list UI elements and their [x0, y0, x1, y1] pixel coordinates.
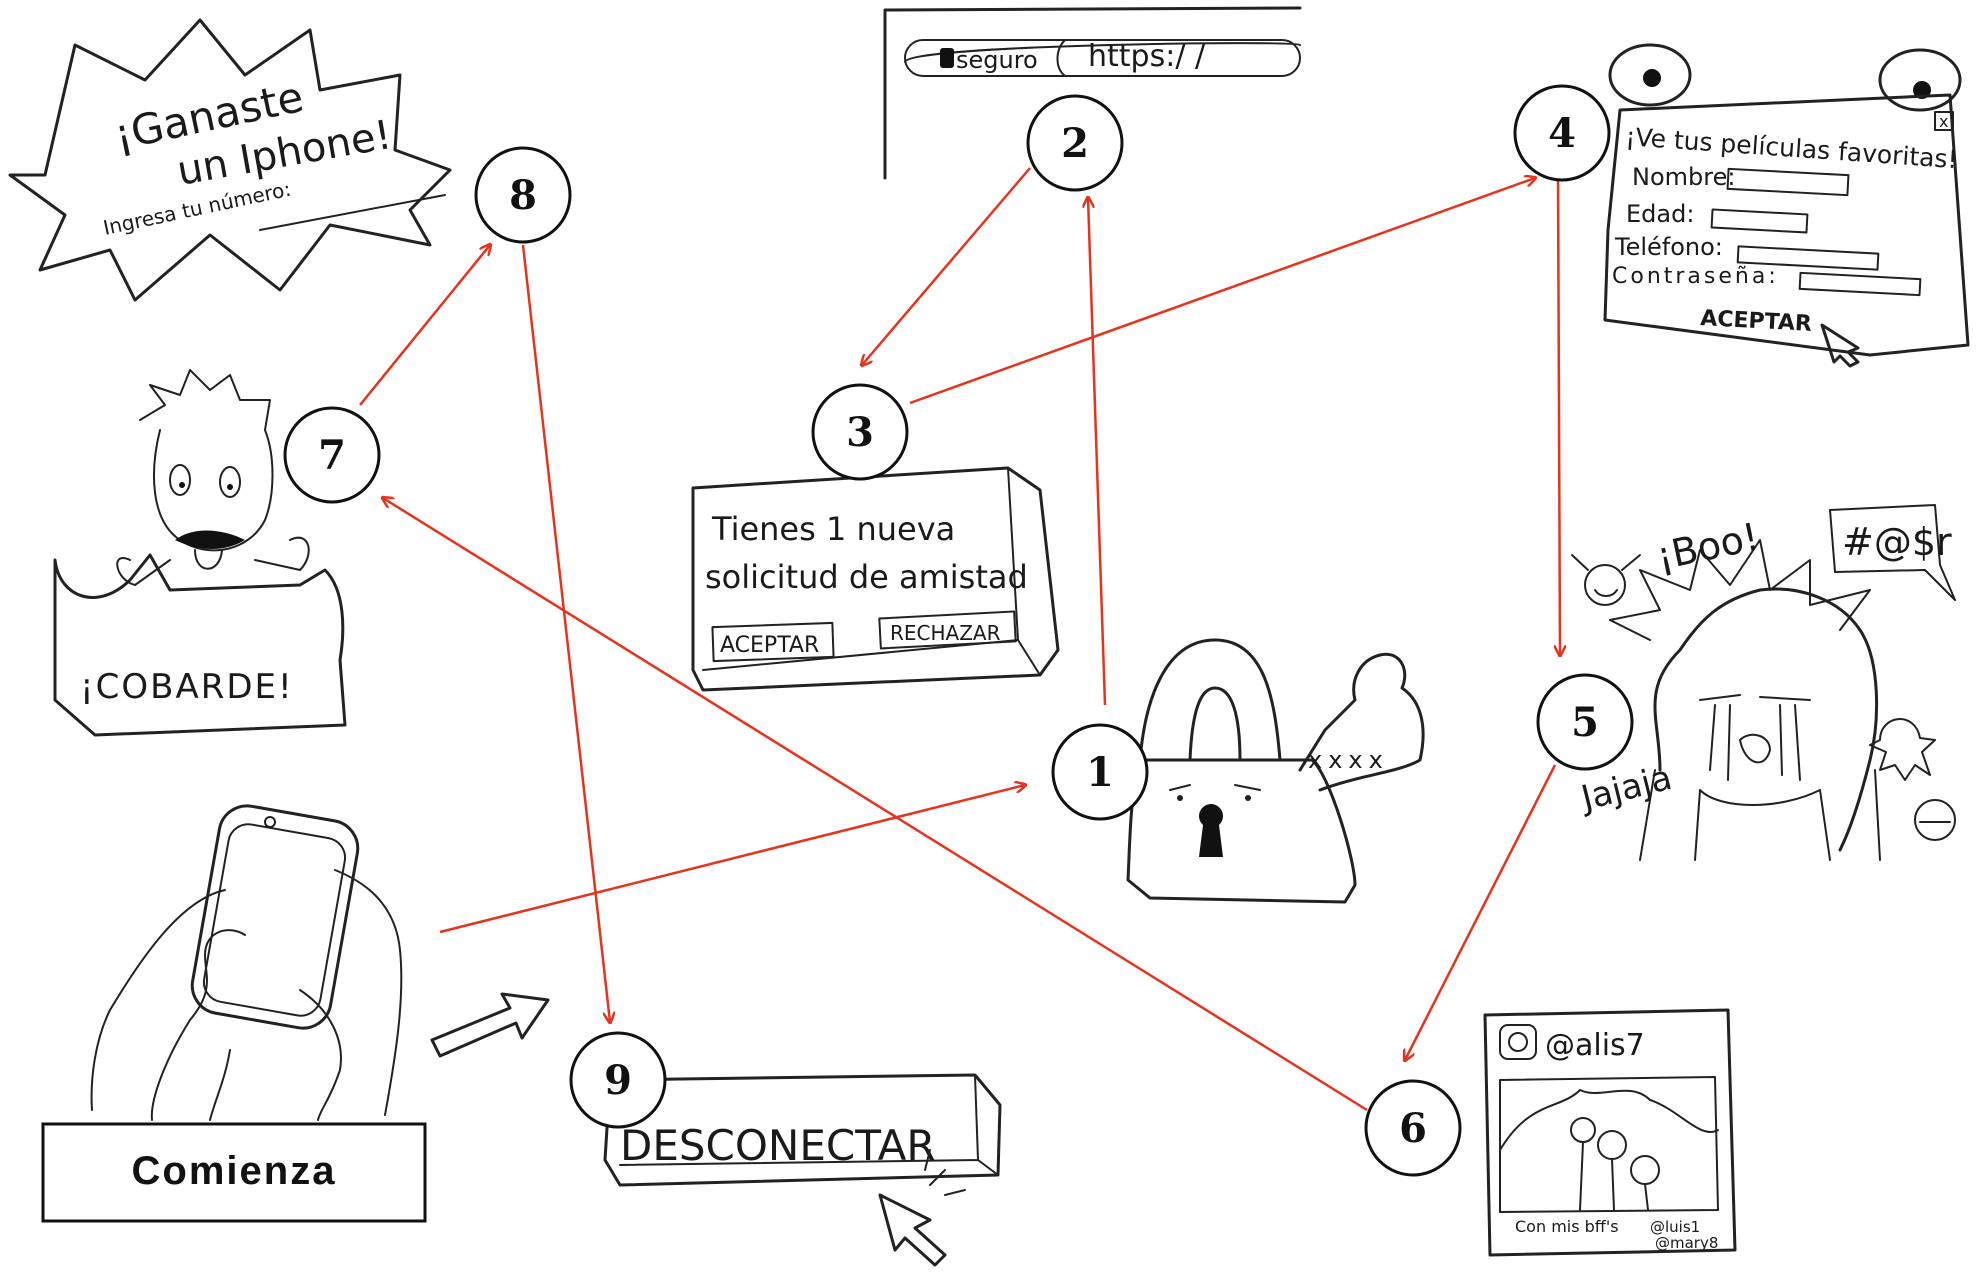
padlock-password: xxxx	[1308, 746, 1389, 774]
friend-request-line2: solicitud de amistad	[705, 558, 1028, 596]
step-8: 8	[474, 146, 572, 244]
friend-request-reject: RECHAZAR	[890, 621, 1001, 645]
start-label: Comienza	[132, 1149, 337, 1193]
symbols-text: #@$r	[1842, 520, 1952, 564]
instagram-handle: @alis7	[1545, 1028, 1645, 1063]
arrow-3-to-4	[909, 178, 1535, 405]
cyberbullying-illustration: ¡Boo! #@$r Jajaja	[1571, 504, 1956, 861]
arrow-5-to-6	[1405, 764, 1557, 1060]
svg-text:4: 4	[1548, 110, 1576, 157]
step-3: 3	[811, 383, 909, 481]
arrow-8-to-9	[521, 244, 610, 1022]
arrow-7-to-8	[359, 245, 490, 406]
coward-illustration: ¡COBARDE!	[53, 369, 347, 737]
svg-text:5: 5	[1571, 699, 1599, 746]
popup-password-label: Contraseña:	[1612, 264, 1779, 289]
svg-text:1: 1	[1086, 749, 1114, 796]
svg-text:3: 3	[846, 409, 874, 456]
phishing-popup-form: x ¡Ve tus películas favoritas! Nombre: E…	[1603, 43, 1970, 368]
lock-icon	[940, 48, 954, 68]
popup-age-label: Edad:	[1626, 200, 1694, 228]
prize-scam-burst: ¡Ganaste un Iphone! Ingresa tu número:	[8, 18, 452, 302]
browser-url: https:/ /	[1088, 39, 1206, 74]
svg-text:9: 9	[604, 1057, 632, 1104]
friend-request-line1: Tienes 1 nueva	[711, 510, 955, 548]
svg-text:8: 8	[509, 172, 537, 219]
hands-phone-illustration	[90, 804, 403, 1121]
svg-text:7: 7	[318, 432, 346, 479]
popup-name-label: Nombre:	[1632, 163, 1735, 191]
friend-request-accept: ACEPTAR	[720, 633, 819, 658]
step-5: 5	[1536, 673, 1634, 771]
arrows	[359, 167, 1560, 1112]
friend-request-dialog: Tienes 1 nueva solicitud de amistad ACEP…	[691, 466, 1060, 692]
coward-text: ¡COBARDE!	[80, 667, 294, 707]
step-9: 9	[569, 1031, 667, 1129]
popup-close: x	[1939, 112, 1948, 131]
start-box: Comienza	[41, 1122, 427, 1223]
step-markers: 1 2 3 4 5 6 7 8 9	[283, 84, 1634, 1177]
logout-button-illustration: DESCONECTAR	[603, 1073, 1002, 1267]
boo-text: ¡Boo!	[1653, 514, 1763, 578]
arrow-2-to-3	[862, 167, 1031, 365]
step-6: 6	[1364, 1079, 1462, 1177]
svg-text:6: 6	[1399, 1105, 1427, 1152]
hollow-arrow-icon	[430, 992, 550, 1058]
padlock-illustration: xxxx	[1126, 638, 1425, 904]
instagram-post-illustration: @alis7 Con mis bff's @luis1 @mary8	[1483, 1008, 1737, 1257]
step-4: 4	[1513, 84, 1611, 182]
svg-text:2: 2	[1061, 120, 1089, 167]
instagram-tag1: @luis1	[1650, 1218, 1700, 1236]
arrow-6-to-7	[383, 498, 1368, 1112]
step-7: 7	[283, 406, 381, 504]
camera-icon	[1499, 1024, 1537, 1060]
browser-window-illustration: seguro https:/ /	[883, 6, 1302, 180]
instagram-tag2: @mary8	[1655, 1234, 1718, 1252]
step-2: 2	[1026, 94, 1124, 192]
arrow-start-to-1	[439, 785, 1025, 934]
browser-secure-label: seguro	[956, 46, 1038, 74]
logout-label: DESCONECTAR	[620, 1121, 936, 1170]
instagram-caption: Con mis bff's	[1515, 1217, 1619, 1236]
arrow-1-to-2	[1088, 198, 1107, 706]
step-1: 1	[1051, 723, 1149, 821]
arrow-4-to-5	[1558, 171, 1560, 655]
popup-phone-label: Teléfono:	[1614, 233, 1723, 261]
popup-accept: ACEPTAR	[1700, 306, 1813, 337]
